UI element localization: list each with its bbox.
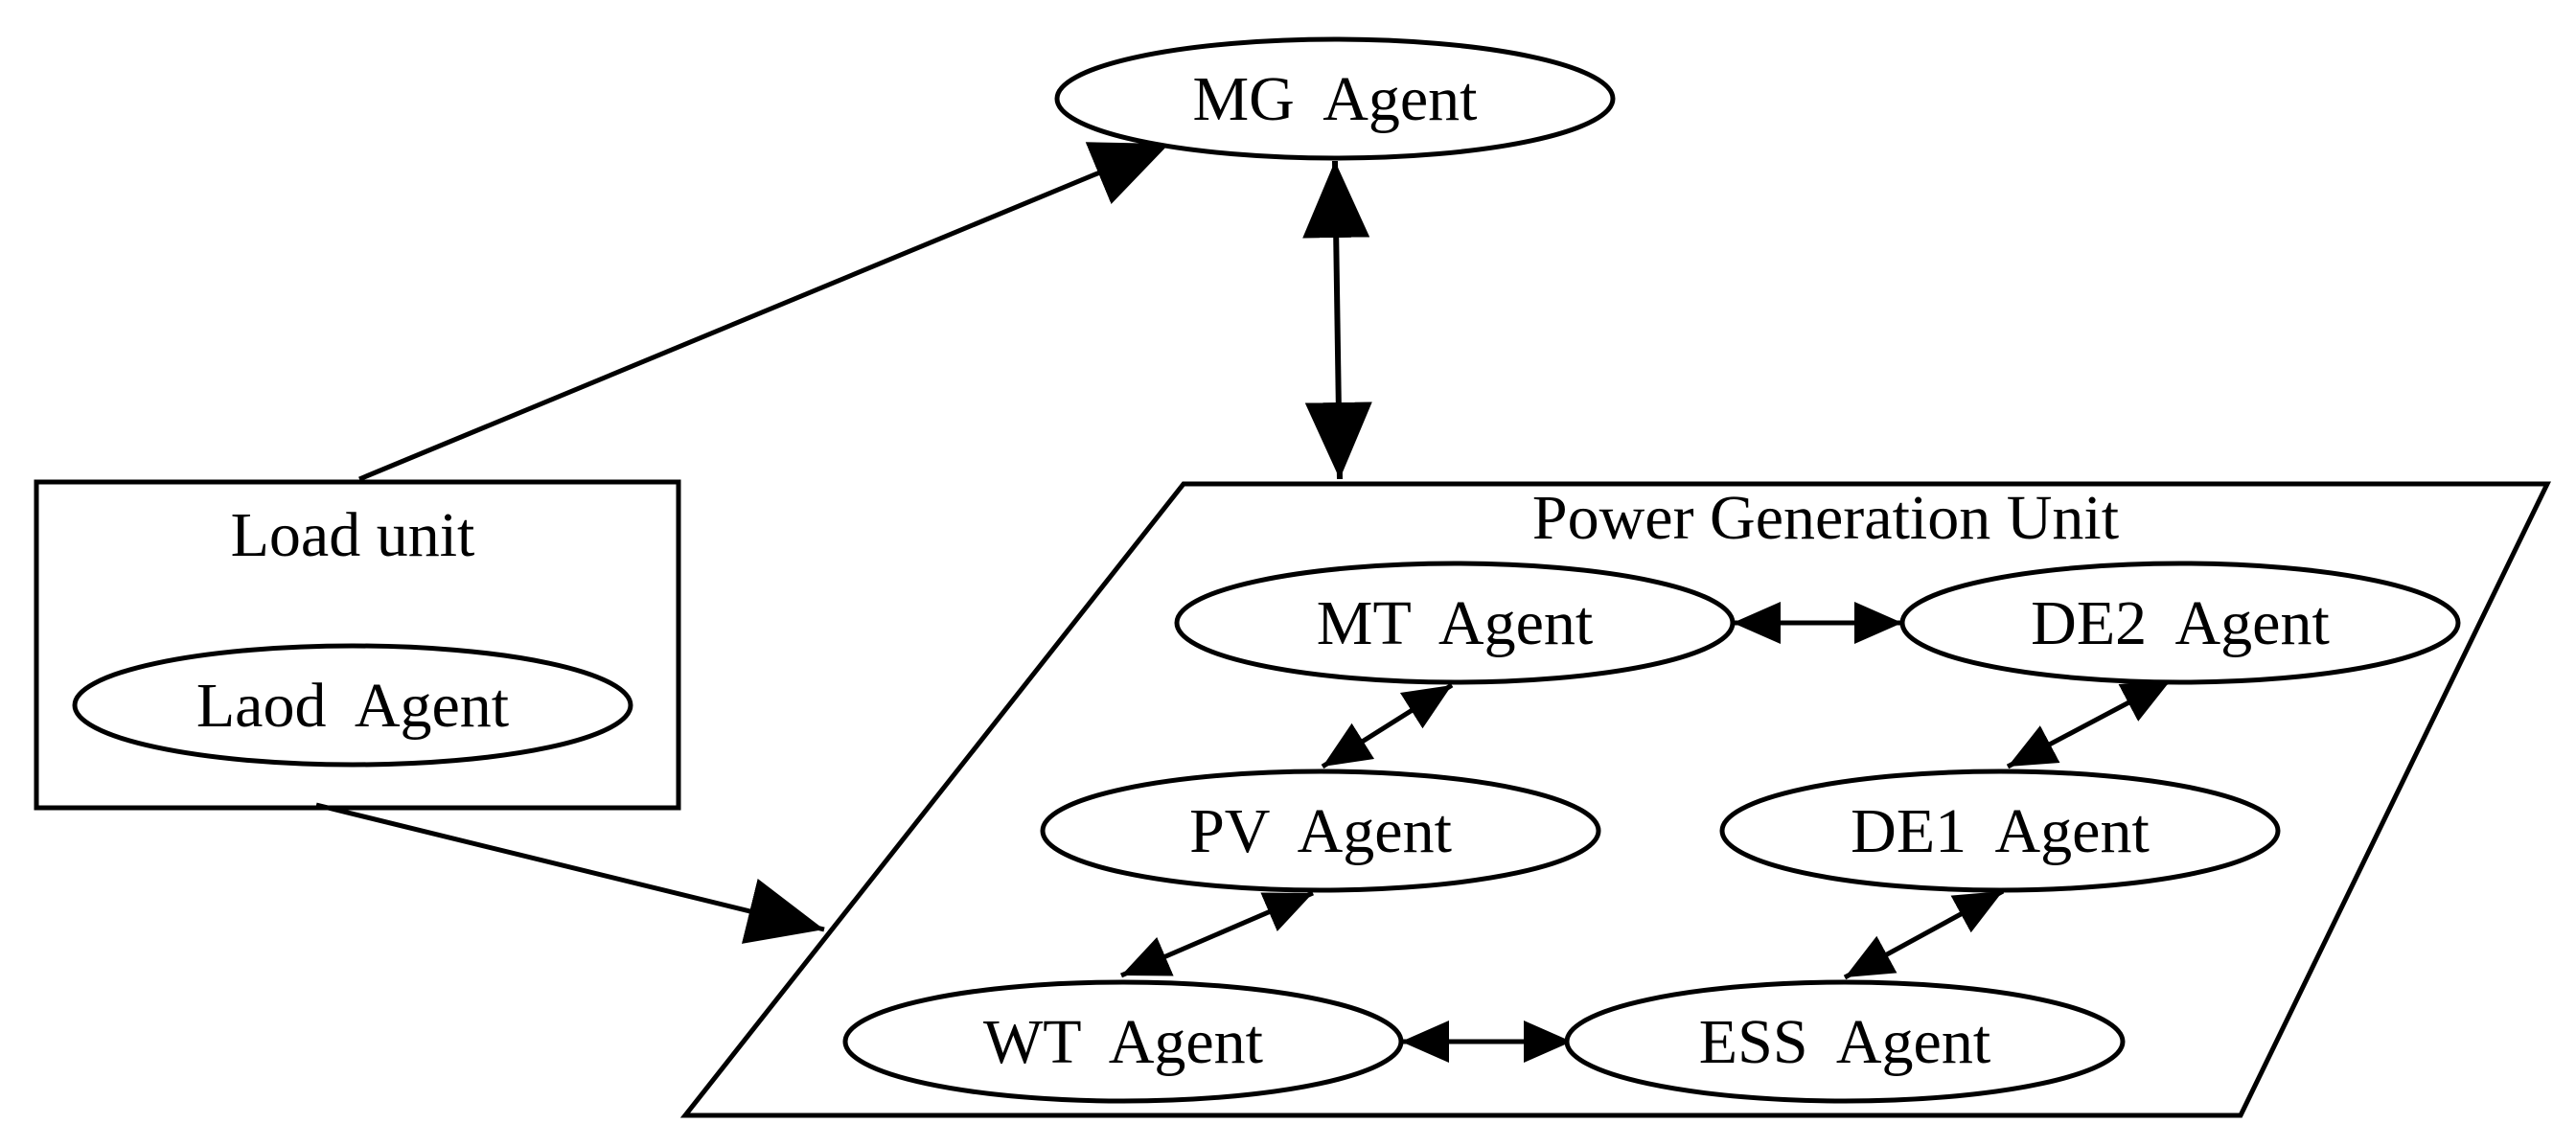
mt-agent-ellipse xyxy=(1174,561,1736,685)
power-generation-unit-title: Power Generation Unit xyxy=(1532,483,2119,553)
de2-agent-ellipse xyxy=(1899,561,2461,685)
node-wt-agent: WT Agent xyxy=(842,979,1404,1104)
edge-load-to-power-gen xyxy=(315,802,825,944)
de1-agent-ellipse xyxy=(1719,768,2281,893)
edge-ess-de1 xyxy=(1843,888,2005,980)
mg-agent-ellipse xyxy=(1054,36,1616,161)
node-mt-agent: MT Agent xyxy=(1174,561,1736,685)
load-unit-title: Load unit xyxy=(231,500,475,570)
node-de2-agent: DE2 Agent xyxy=(1899,561,2461,685)
node-pv-agent: PV Agent xyxy=(1040,768,1601,893)
ess-agent-label: ESS Agent xyxy=(1699,1007,1990,1077)
wt-agent-label: WT Agent xyxy=(983,1007,1263,1077)
wt-agent-ellipse xyxy=(842,979,1404,1104)
ess-agent-ellipse xyxy=(1564,979,2126,1104)
de2-agent-label: DE2 Agent xyxy=(2031,588,2330,658)
load-unit-group: Load unit Laod Agent xyxy=(34,479,681,811)
pv-agent-ellipse xyxy=(1040,768,1601,893)
node-mg-agent: MG Agent xyxy=(1054,36,1616,161)
edge-mg-power-gen xyxy=(1302,160,1372,480)
edge-load-to-mg xyxy=(358,141,1170,482)
edge-pv-wt xyxy=(1120,890,1314,978)
de1-agent-label: DE1 Agent xyxy=(1851,796,2150,866)
power-generation-unit-frame xyxy=(679,481,2551,1118)
node-ess-agent: ESS Agent xyxy=(1564,979,2126,1104)
edge-mt-pv xyxy=(1321,682,1454,769)
mg-agent-label: MG Agent xyxy=(1193,64,1478,134)
load-agent-label: Laod Agent xyxy=(196,671,509,741)
power-generation-unit-group: Power Generation Unit MT Agent DE2 Agent… xyxy=(679,481,2551,1118)
pv-agent-label: PV Agent xyxy=(1189,796,1452,866)
load-agent-ellipse xyxy=(72,643,633,768)
load-unit-box xyxy=(34,479,681,811)
edge-de1-de2 xyxy=(2006,677,2173,769)
node-de1-agent: DE1 Agent xyxy=(1719,768,2281,893)
mt-agent-label: MT Agent xyxy=(1317,588,1593,658)
node-load-agent: Laod Agent xyxy=(72,643,633,768)
